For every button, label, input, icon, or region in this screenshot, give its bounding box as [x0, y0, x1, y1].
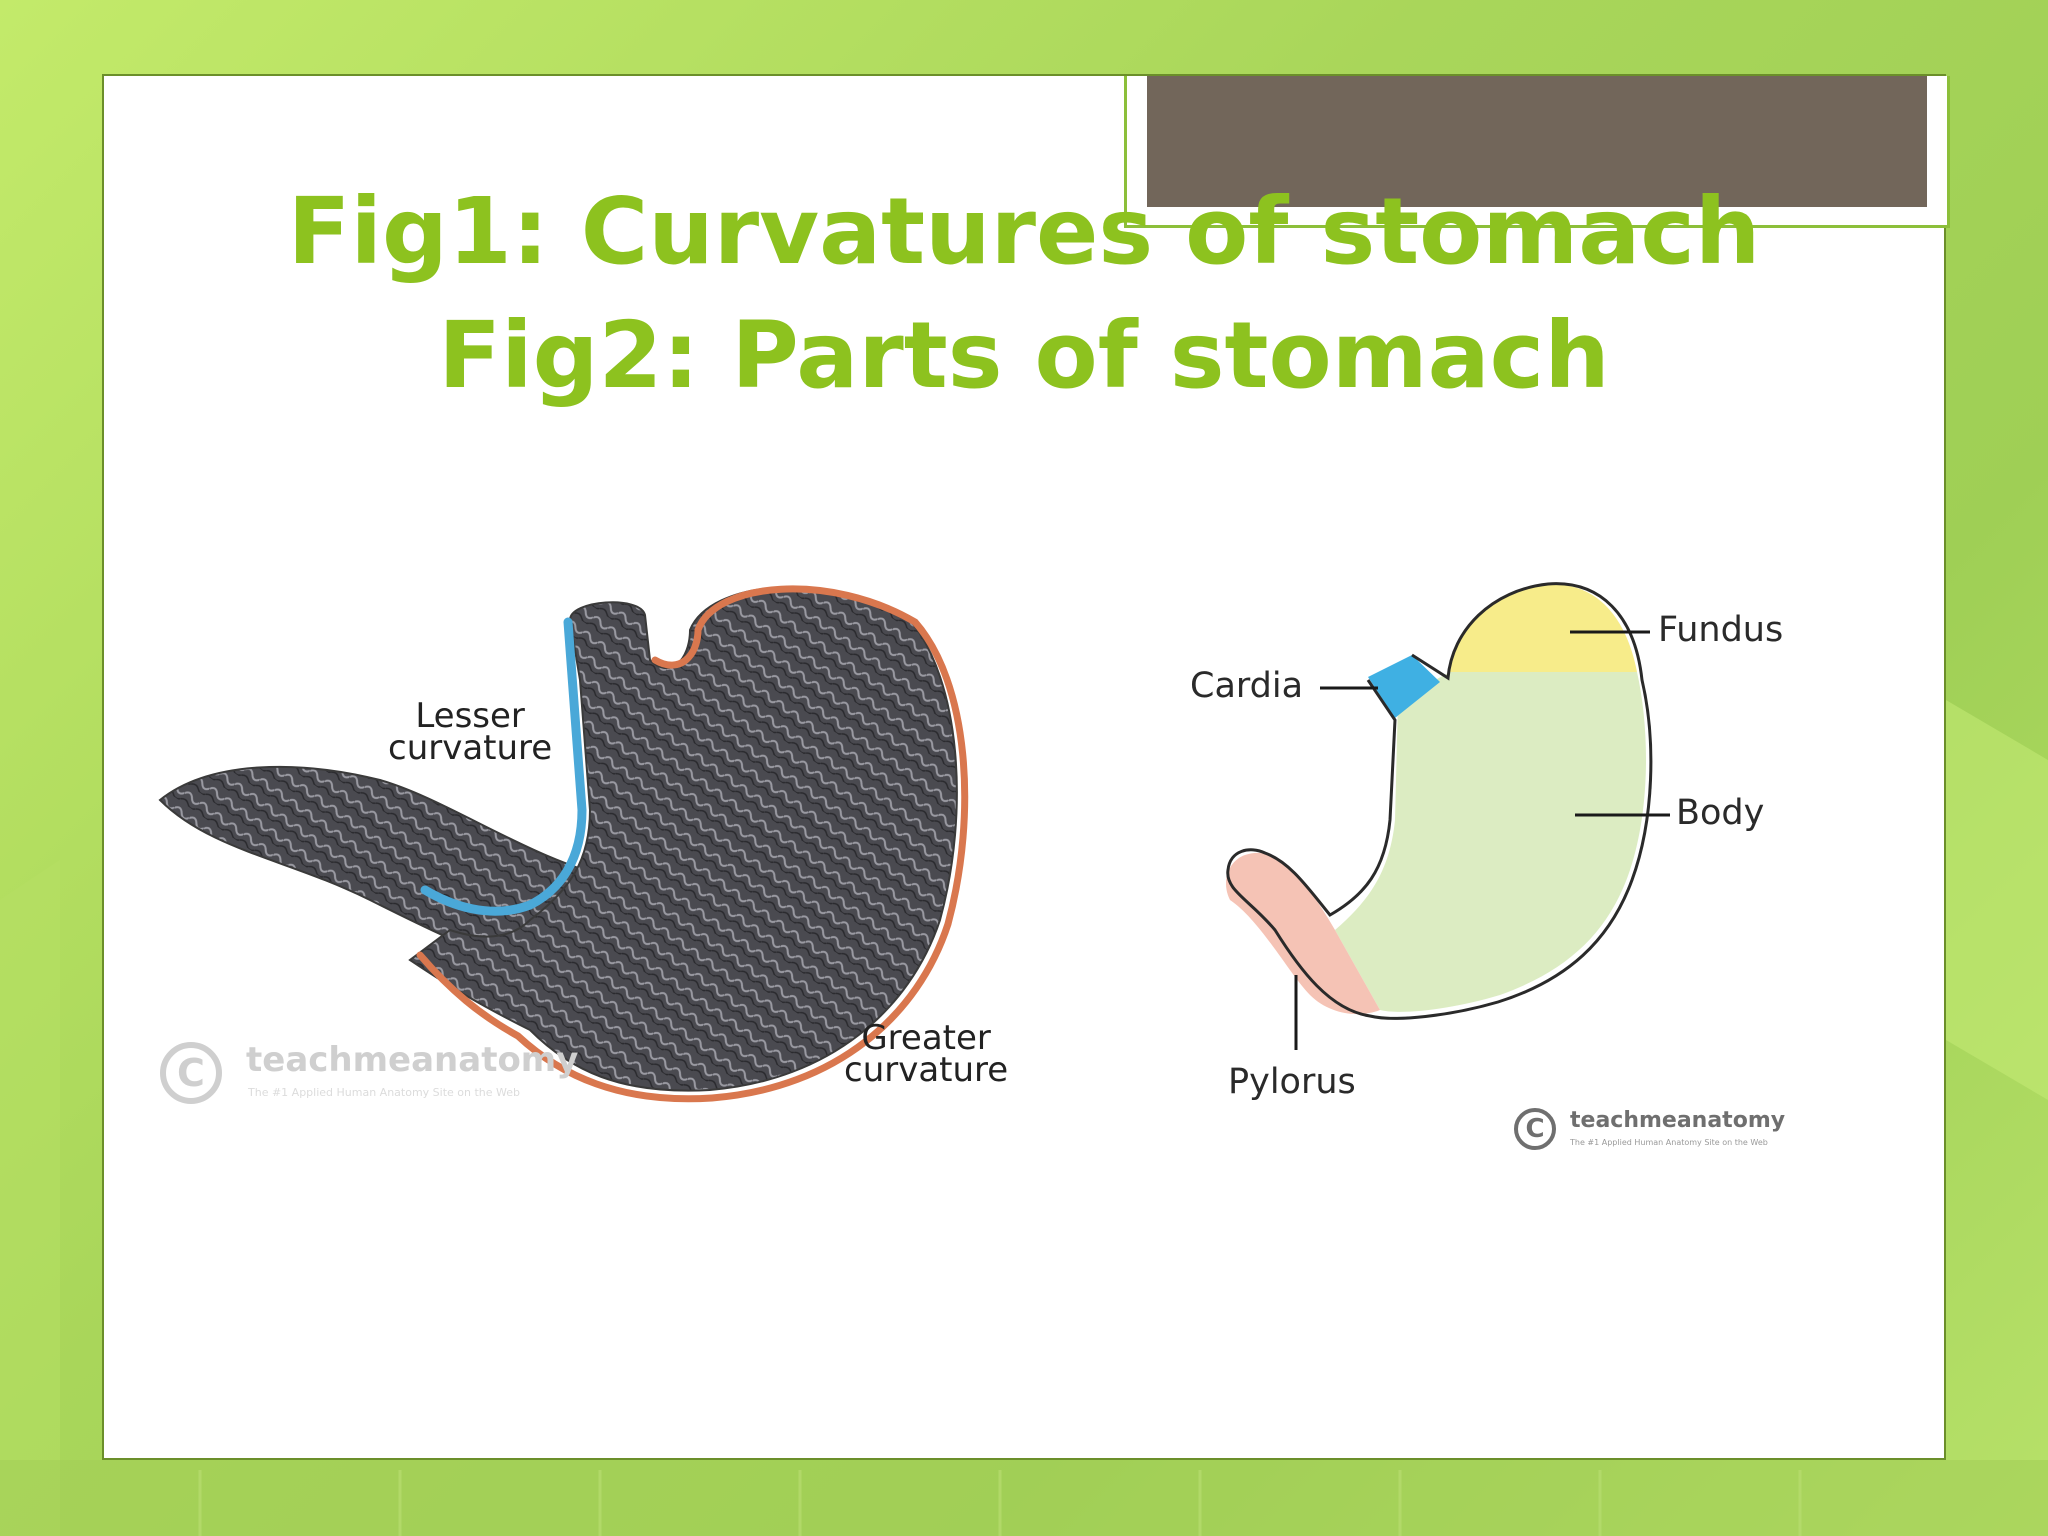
label-pylorus: Pylorus [1228, 1062, 1356, 1102]
region-pylorus [1225, 852, 1380, 1015]
region-cardia [1368, 655, 1440, 718]
region-body [1335, 672, 1647, 1012]
title-tab [1124, 76, 1950, 228]
stomach-curvature-illustration [158, 585, 969, 1103]
watermark-copyright-icon: C [160, 1042, 222, 1104]
watermark-tagline: The #1 Applied Human Anatomy Site on the… [248, 1086, 521, 1099]
stomach-parts-illustration [1225, 582, 1670, 1050]
title-tab-fill [1147, 76, 1927, 207]
label-body: Body [1676, 793, 1765, 833]
label-lesser-curvature: Lesser curvature [388, 696, 553, 768]
label-fundus: Fundus [1658, 610, 1784, 650]
slide-title-line-2: Fig2: Parts of stomach [438, 302, 1610, 409]
watermark-brand: teachmeanatomy [1570, 1108, 1786, 1133]
watermark-copyright-icon: C [1514, 1108, 1556, 1150]
label-greater-curvature: Greater curvature [844, 1018, 1009, 1090]
figure-2-parts: Fundus Cardia Body Pylorus C teachmeanat… [1180, 570, 1860, 1170]
watermark-brand: teachmeanatomy [246, 1040, 579, 1080]
slide-title-line-1: Fig1: Curvatures of stomach [287, 178, 1761, 285]
figure-1-curvatures: Lesser curvature Greater curvature C tea… [150, 560, 1050, 1120]
watermark-tagline: The #1 Applied Human Anatomy Site on the… [1570, 1138, 1768, 1147]
region-fundus [1450, 584, 1637, 672]
label-cardia: Cardia [1190, 666, 1304, 706]
